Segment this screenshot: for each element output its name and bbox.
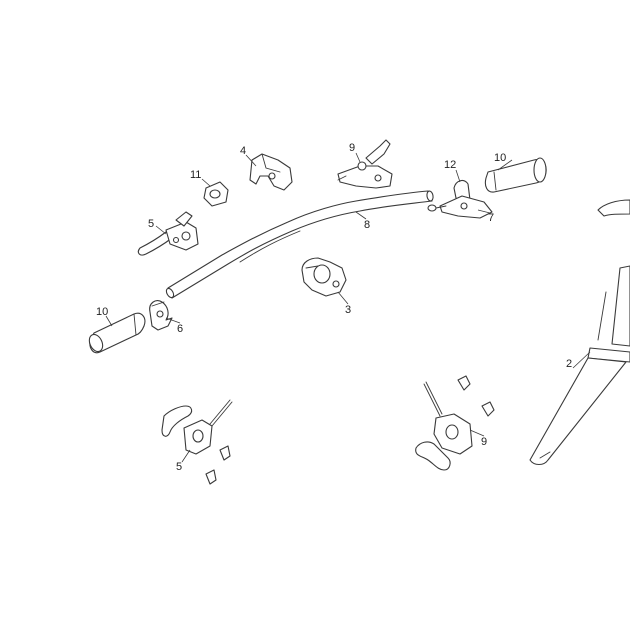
callout-10-right: 10 <box>494 152 506 164</box>
callout-4: 4 <box>240 145 246 157</box>
leader-line <box>155 225 167 235</box>
seatpost-part <box>529 199 630 466</box>
left-caliper-part <box>161 399 233 485</box>
stem-clamp-part <box>301 257 347 297</box>
leader-line <box>572 351 591 369</box>
callout-3: 3 <box>345 304 351 316</box>
callout-5-lower: 5 <box>176 461 182 473</box>
handlebar-part <box>165 190 434 299</box>
right-grip-part <box>484 157 547 193</box>
leader-line <box>105 315 113 327</box>
callout-9-upper: 9 <box>349 142 355 154</box>
right-caliper-part <box>415 375 495 471</box>
callout-2: 2 <box>566 358 572 370</box>
right-shifter-part <box>427 179 493 219</box>
small-nut-part <box>203 181 229 207</box>
left-clamp-part <box>149 300 173 331</box>
callout-9-lower: 9 <box>481 436 487 448</box>
upper-shifter-part <box>337 139 393 189</box>
leader-line <box>245 154 257 167</box>
leader-line <box>165 317 181 324</box>
leader-line <box>469 429 485 437</box>
mount-bracket-part <box>249 153 293 191</box>
callout-8: 8 <box>364 219 370 231</box>
callout-5-upper: 5 <box>148 218 154 230</box>
callout-12: 12 <box>444 159 456 171</box>
left-lever-part <box>137 211 199 256</box>
callout-11: 11 <box>190 169 201 181</box>
leader-line <box>201 178 211 187</box>
leader-line <box>477 209 491 214</box>
leader-line <box>355 211 367 220</box>
leader-line <box>181 449 191 463</box>
leader-line <box>455 169 461 183</box>
callout-7: 7 <box>488 212 494 224</box>
leader-line <box>497 159 513 171</box>
callout-10-left: 10 <box>96 306 108 318</box>
left-grip-part <box>88 312 146 354</box>
leader-line <box>355 152 361 163</box>
callout-6: 6 <box>177 323 183 335</box>
leader-line <box>337 291 349 305</box>
